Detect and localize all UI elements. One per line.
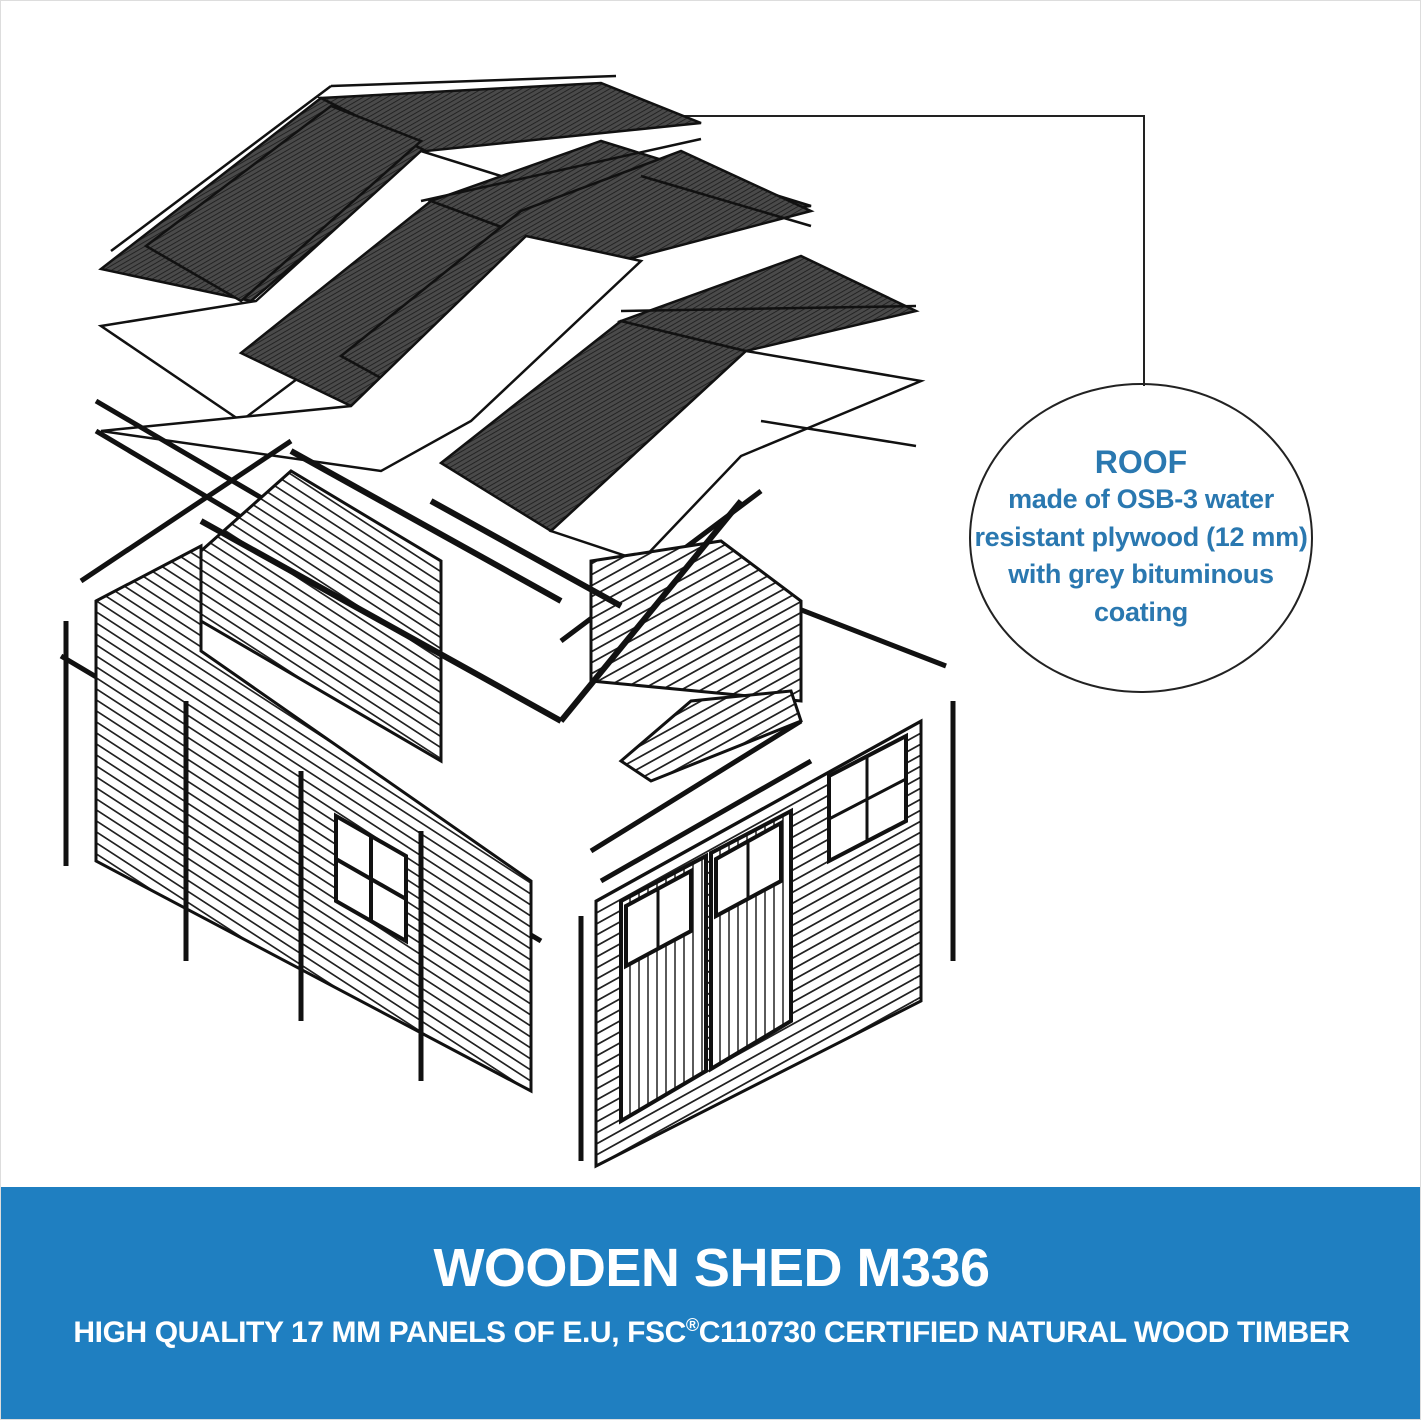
- roof-callout-text: ROOF made of OSB-3 water resistant plywo…: [961, 443, 1321, 631]
- roof-panel-2: [100, 137, 815, 473]
- callout-title: ROOF: [1094, 444, 1188, 480]
- front-wall: [594, 718, 923, 1169]
- exploded-shed-diagram: [59, 74, 1145, 1169]
- roof-panel-1: [97, 74, 702, 423]
- callout-line: made of OSB-3 water: [1008, 484, 1274, 514]
- callout-line: resistant plywood (12 mm): [974, 521, 1308, 552]
- product-banner: WOODEN SHED M336 HIGH QUALITY 17 MM PANE…: [1, 1187, 1420, 1419]
- subtitle-part1: HIGH QUALITY 17 MM PANELS OF E.U, FSC: [73, 1316, 686, 1349]
- roof-callout-bubble: [969, 383, 1313, 693]
- product-title: WOODEN SHED M336: [433, 1238, 990, 1298]
- callout-line: coating: [1094, 596, 1188, 627]
- callout-line: with grey bituminous: [1008, 559, 1274, 589]
- subtitle-part2: C110730 CERTIFIED NATURAL WOOD TIMBER: [698, 1316, 1350, 1349]
- registered-mark: ®: [685, 1315, 699, 1335]
- product-subtitle: HIGH QUALITY 17 MM PANELS OF E.U, FSC®C1…: [1, 1315, 1420, 1350]
- roof-panel-3: [438, 254, 926, 563]
- left-wall: [94, 543, 533, 1094]
- back-frame: [199, 448, 803, 783]
